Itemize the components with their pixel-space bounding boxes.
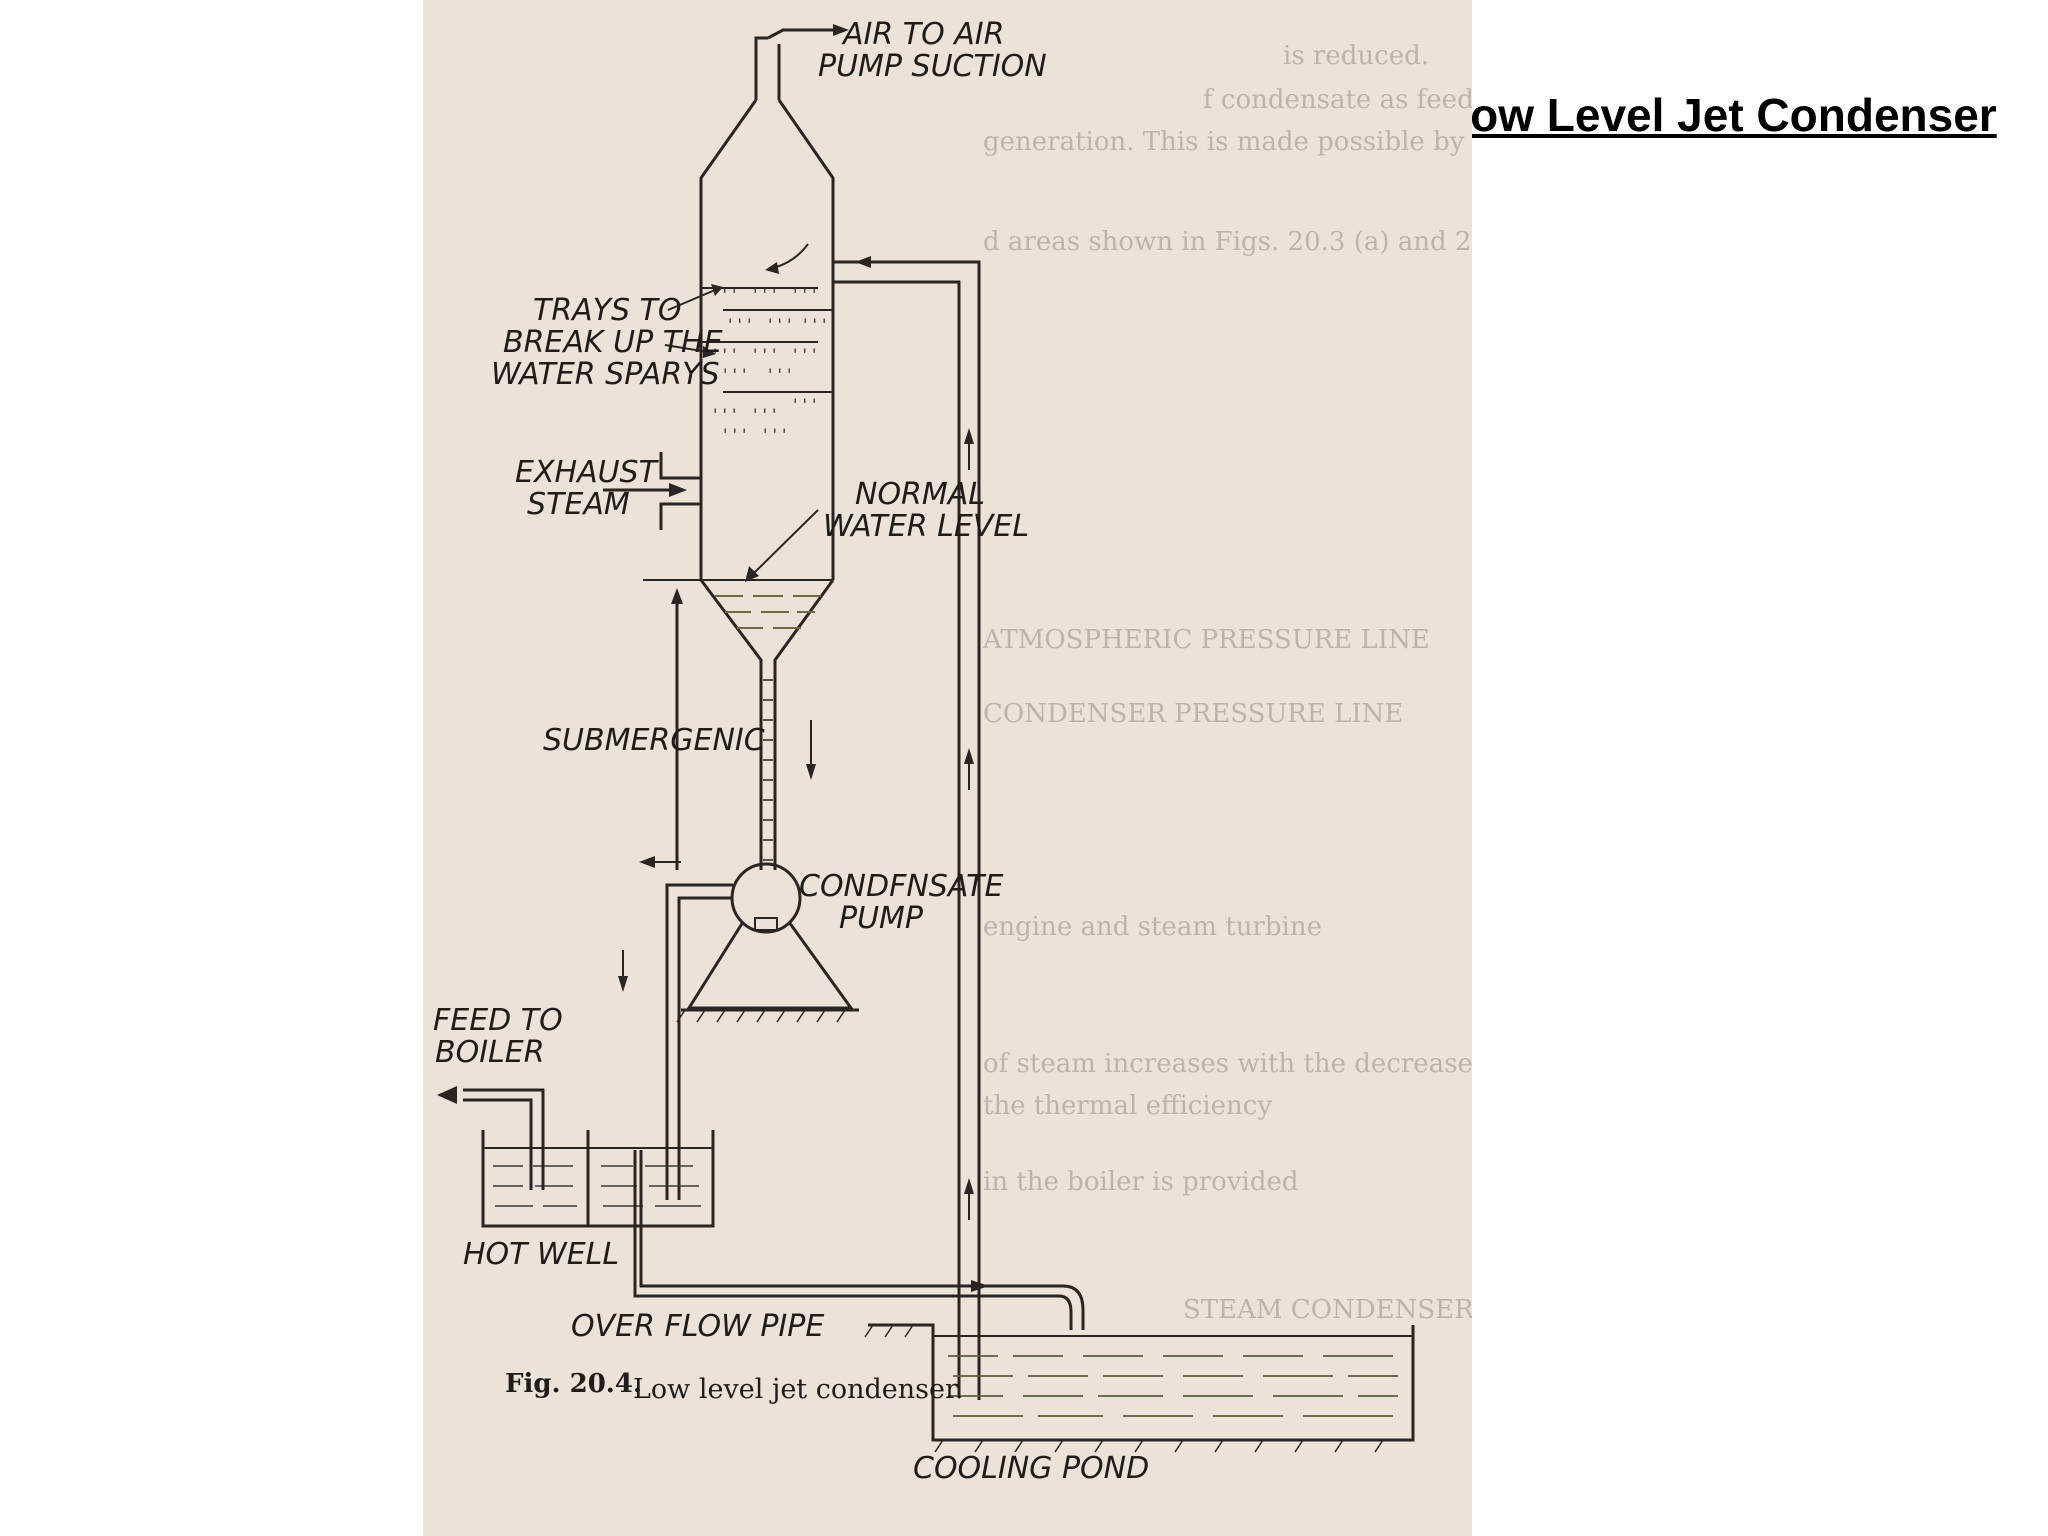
svg-text:d areas shown in Figs. 20.3 (a: d areas shown in Figs. 20.3 (a) and 20.3…	[983, 227, 1472, 257]
label-trays-1: TRAYS TO	[533, 293, 682, 328]
svg-text:' ' ': ' ' '	[753, 285, 776, 304]
svg-text:STEAM CONDENSERS: STEAM CONDENSERS	[1183, 1295, 1472, 1325]
cooling-water-pipe	[833, 256, 981, 1400]
label-water-level: WATER LEVEL	[823, 509, 1029, 544]
leader-lines	[664, 243, 819, 582]
label-steam: STEAM	[527, 487, 630, 522]
trays: ' ' '' ' '' ' ' ' ' '' ' '' ' ' ' ' '' '…	[701, 285, 833, 444]
svg-text:' ' ': ' ' '	[753, 405, 776, 424]
overflow-pipe	[633, 1150, 1085, 1330]
svg-text:is reduced.: is reduced.	[1283, 41, 1429, 71]
svg-text:' ' ': ' ' '	[753, 345, 776, 364]
label-exhaust: EXHAUST	[515, 455, 660, 490]
svg-text:Low level jet condenser.: Low level jet condenser.	[633, 1374, 964, 1405]
condensate-pump	[618, 856, 859, 1200]
svg-text:in the boiler is provided: in the boiler is provided	[983, 1167, 1299, 1197]
submergence-indicator	[671, 588, 816, 870]
label-trays-3: WATER SPARYS	[491, 357, 720, 392]
svg-text:' ' ': ' ' '	[728, 315, 751, 334]
label-normal: NORMAL	[855, 477, 985, 512]
svg-text:' ' ': ' ' '	[768, 315, 791, 334]
svg-text:' ' ': ' ' '	[763, 425, 786, 444]
svg-text:' ' ': ' ' '	[713, 405, 736, 424]
figure-caption: Fig. 20.4. Low level jet condenser.	[505, 1369, 964, 1405]
label-condensate: CONDFNSATE	[799, 869, 1004, 904]
svg-text:Fig. 20.4.: Fig. 20.4.	[505, 1369, 642, 1399]
label-trays-2: BREAK UP THE	[503, 325, 723, 360]
scanned-figure: is reduced. f condensate as feed for boi…	[423, 0, 1472, 1536]
svg-text:of steam increases with the de: of steam increases with the decrease in …	[983, 1049, 1472, 1079]
svg-text:generation. This is made possi: generation. This is made possible by	[983, 127, 1465, 157]
svg-text:engine and steam turbine: engine and steam turbine	[983, 912, 1322, 942]
hot-well	[437, 1086, 715, 1228]
condenser-vessel	[643, 24, 849, 870]
svg-text:' ' ': ' ' '	[793, 285, 816, 304]
background-text: is reduced. f condensate as feed for boi…	[982, 41, 1472, 1325]
diagram-labels: AIR TO AIR PUMP SUCTION TRAYS TO BREAK U…	[433, 17, 1149, 1486]
label-feed-to: FEED TO	[433, 1003, 563, 1038]
svg-text:' ' ': ' ' '	[723, 365, 746, 384]
svg-text:' ' ': ' ' '	[713, 345, 736, 364]
svg-text:f condensate as feed for boile: f condensate as feed for boiler	[1203, 85, 1472, 115]
svg-text:' ' ': ' ' '	[803, 315, 826, 334]
label-submergenic: SUBMERGENIC	[543, 723, 765, 758]
exhaust-steam-inlet	[603, 452, 701, 530]
svg-text:' ' ': ' ' '	[793, 395, 816, 414]
label-air-to-air: AIR TO AIR	[841, 17, 1004, 52]
label-hot-well: HOT WELL	[463, 1237, 619, 1272]
label-pump: PUMP	[839, 901, 924, 936]
label-overflow-pipe: OVER FLOW PIPE	[571, 1309, 824, 1344]
label-pump-suction: PUMP SUCTION	[818, 49, 1047, 84]
svg-text:ATMOSPHERIC PRESSURE LINE: ATMOSPHERIC PRESSURE LINE	[982, 625, 1430, 655]
cooling-pond	[864, 1323, 1415, 1453]
svg-text:the thermal efficiency: the thermal efficiency	[983, 1091, 1272, 1121]
svg-text:' ' ': ' ' '	[723, 425, 746, 444]
svg-text:' ' ': ' ' '	[793, 345, 816, 364]
slide-title: Low Level Jet Condenser	[1442, 89, 1997, 141]
svg-text:CONDENSER PRESSURE LINE: CONDENSER PRESSURE LINE	[983, 699, 1403, 729]
label-cooling-pond: COOLING POND	[913, 1451, 1149, 1486]
label-boiler: BOILER	[435, 1035, 545, 1070]
svg-text:' ' ': ' ' '	[768, 365, 791, 384]
